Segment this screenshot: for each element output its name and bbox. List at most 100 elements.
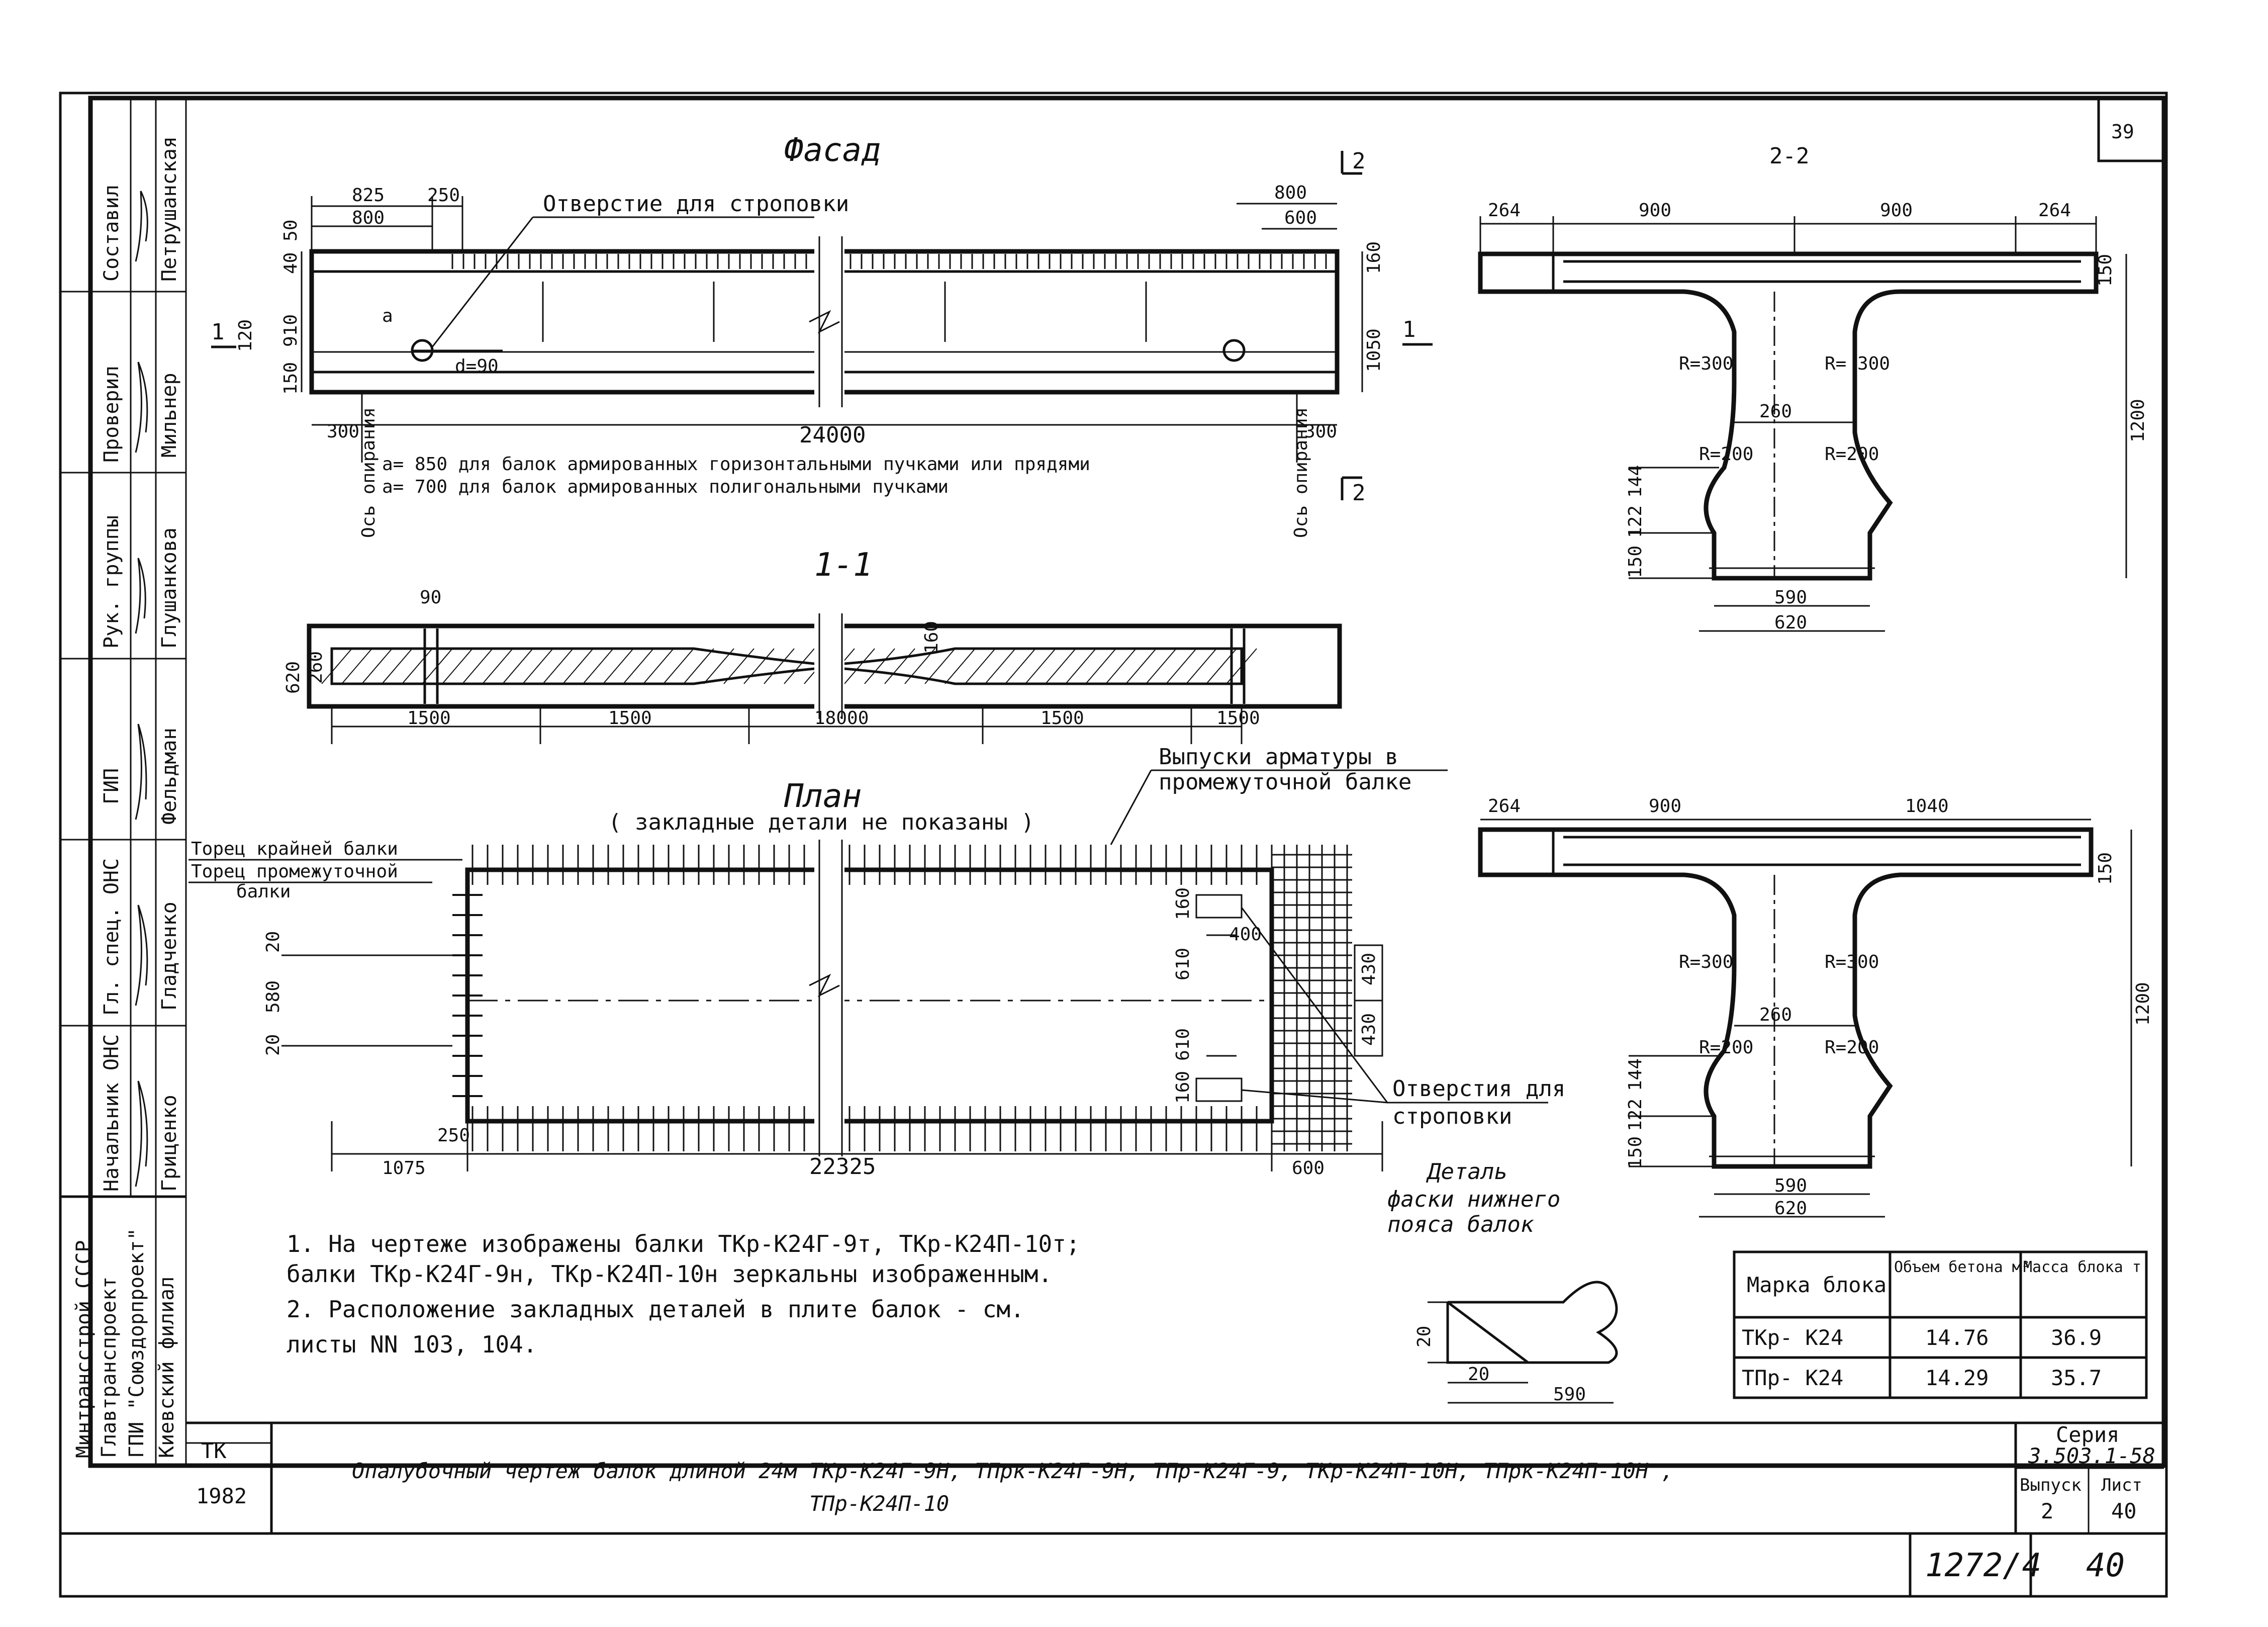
drawing-stroke (1045, 648, 1076, 684)
stamp-row-lines (60, 291, 186, 1027)
block-table: Марка блока Объем бетона м³ Масса блока … (1733, 1250, 2148, 1399)
top-rebar-ticks (451, 254, 1327, 269)
stamp-role-3: Рук. группы (100, 515, 123, 649)
end-outer-label: Торец крайней балки (191, 839, 398, 859)
dim-1200-22: 1200 (2128, 399, 2148, 442)
section-1-1: 1-1 90 620 260 160 1500 1500 18000 1500 … (283, 547, 1342, 744)
dim-20-top: 20 (263, 931, 284, 953)
note-line-2: балки ТКр-К24Г-9н, ТКр-К24П-10н зеркальн… (287, 1260, 1052, 1288)
section-lower: 264 900 1040 150 R=300 R=300 260 R=200 R… (1478, 796, 2153, 1219)
stamp-name-4: Фельдман (158, 728, 181, 825)
dim-620-22: 620 (1774, 612, 1807, 633)
dim-150b-low: 150 (1625, 1136, 1646, 1169)
table-row-1-mark: ТКр- К24 (1742, 1325, 1843, 1350)
dim-122-22: 122 (1625, 505, 1646, 538)
drawing-stroke (844, 648, 875, 684)
r300-right-22: R= 300 (1825, 353, 1890, 374)
dim-144-22: 144 (1625, 465, 1646, 498)
drawing-title-1: Опалубочный чертеж балок длиной 24м ТКр-… (352, 1459, 1674, 1483)
section-22-outline (1478, 251, 2099, 581)
archive-code: 1272/4 (1925, 1547, 2041, 1584)
stamp-role-2: Проверил (100, 366, 123, 463)
dim-160-plan-top: 160 (1173, 887, 1193, 920)
stamp-name-2: Мильнер (158, 373, 181, 458)
end-middle-label-2: балки (236, 881, 291, 902)
dim-264-low: 264 (1488, 796, 1521, 817)
dim-900-low: 900 (1649, 796, 1681, 817)
axis-label-right: Ось опирания (1291, 407, 1311, 538)
dim-150: 150 (280, 362, 301, 395)
stamp-org-3: ГПИ "Союздорпроект" (125, 1228, 148, 1458)
drawing-title-2: ТПр-К24П-10 (809, 1491, 949, 1516)
drawing-stroke (864, 648, 895, 684)
drawing-stroke (703, 648, 734, 684)
dim-260-low: 260 (1759, 1005, 1792, 1025)
dim-150-low: 150 (2095, 852, 2116, 885)
issue-label: Выпуск (2020, 1475, 2082, 1495)
side-stamp: Составил Проверил Рук. группы ГИП Гл. сп… (60, 98, 187, 1466)
section-mark-2-bottom: 2 (1352, 480, 1366, 506)
note-a700: a= 700 для балок армированных полигональ… (382, 477, 949, 497)
dim-122-low: 122 (1625, 1099, 1646, 1131)
drawing-stroke (603, 648, 634, 684)
plan-title: План (784, 778, 862, 815)
r200-right-22: R=200 (1825, 444, 1879, 465)
dim-hole-d: d=90 (455, 356, 499, 377)
drawing-stroke (361, 648, 393, 684)
dim-40-50: 40 50 (280, 220, 301, 274)
rebar-label-2: промежуточной балке (1159, 769, 1411, 795)
facade-title: Фасад (784, 132, 881, 169)
section-mark-2-top: 2 (1352, 148, 1366, 174)
dim-1500-a: 1500 (407, 708, 451, 729)
dim-160-plan-bot: 160 (1173, 1071, 1193, 1104)
drawing-stroke (784, 648, 815, 684)
dim-900-r-22: 900 (1880, 200, 1913, 221)
dim-22325: 22325 (809, 1154, 876, 1180)
drawing-stroke (985, 648, 1016, 684)
drawing-stroke (884, 648, 915, 684)
r300-left-22: R=300 (1679, 353, 1733, 374)
axis-label-left: Ось опирания (358, 407, 379, 538)
drawing-stroke (944, 648, 976, 684)
drawing-stroke (623, 648, 654, 684)
facade-view: Фасад Отверстие для строповки d=90 a (211, 132, 1433, 538)
sheet-label: Лист (2101, 1475, 2142, 1495)
sheet-value: 40 (2111, 1499, 2137, 1523)
dim-1500-b: 1500 (608, 708, 652, 729)
section-11-title: 1-1 (814, 547, 873, 584)
dim-18000: 18000 (814, 708, 869, 729)
section-11-bottom-dims: 1500 1500 18000 1500 1500 (331, 706, 1260, 744)
r300-left-low: R=300 (1679, 952, 1733, 972)
holes-label-2: строповки (1392, 1104, 1512, 1129)
dim-1075: 1075 (382, 1158, 426, 1179)
dim-1040-low: 1040 (1905, 796, 1949, 817)
dim-600-plan: 600 (1292, 1158, 1325, 1179)
stamp-name-5: Гладченко (158, 901, 181, 1011)
table-row-2-mark: ТПр- К24 (1742, 1366, 1843, 1390)
section-11-hatch (321, 648, 1257, 684)
signature-marks (135, 191, 148, 1187)
plan-left-bars (452, 894, 483, 1097)
drawing-stroke (402, 648, 433, 684)
r200-left-22: R=200 (1699, 444, 1753, 465)
sheet-frame: 1272/4 40 39 (59, 92, 2168, 1598)
plan-rebar-bottom (471, 1106, 1258, 1151)
end-middle-label-1: Торец промежуточной (191, 861, 398, 882)
drawing-stroke (723, 648, 754, 684)
dim-150b-22: 150 (1625, 546, 1646, 578)
dim-120: 120 (235, 319, 256, 352)
section-2-2: 2-2 264 900 900 264 150 R=300 R= 300 260… (1478, 143, 2148, 633)
dim-250-plan: 250 (437, 1125, 470, 1146)
dim-264-l-22: 264 (1488, 200, 1521, 221)
dim-1200-low: 1200 (2133, 982, 2153, 1026)
detail-title-3: пояса балок (1387, 1212, 1534, 1237)
drawing-stroke (1105, 648, 1137, 684)
drawing-stroke (482, 648, 513, 684)
note-line-3: 2. Расположение закладных деталей в плит… (287, 1296, 1024, 1323)
plan-view: План ( закладные детали не показаны ) Вы… (188, 744, 1565, 1180)
note-line-1: 1. На чертеже изображены балки ТКр-К24Г-… (287, 1230, 1080, 1257)
dim-590-22: 590 (1774, 587, 1807, 608)
dim-90: 90 (420, 587, 441, 608)
dim-610-top: 610 (1173, 948, 1193, 980)
